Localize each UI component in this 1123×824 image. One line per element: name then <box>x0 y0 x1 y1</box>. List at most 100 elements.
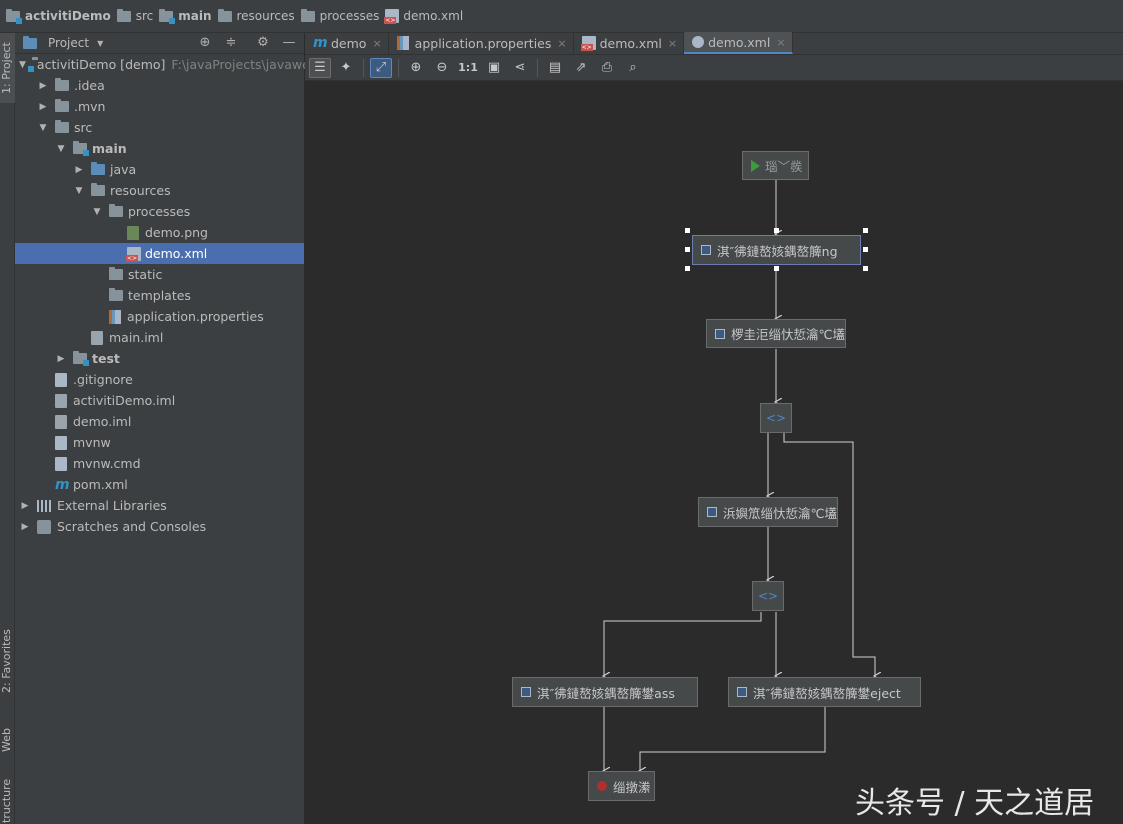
structure-tool-tab[interactable]: tructure <box>0 778 13 824</box>
exclusive-gateway-2[interactable]: <> <box>752 581 784 611</box>
collapse-arrow-icon[interactable]: ▶ <box>39 80 47 91</box>
resize-handle[interactable] <box>685 247 690 252</box>
tree-item[interactable]: templates <box>15 285 304 306</box>
resize-handle[interactable] <box>685 228 690 233</box>
tree-item[interactable]: mvnw.cmd <box>15 453 304 474</box>
tree-item[interactable]: ▶.mvn <box>15 96 304 117</box>
breadcrumb-main[interactable]: main <box>157 0 215 33</box>
tab-demo-xml-text[interactable]: <> demo.xml × <box>574 32 685 54</box>
close-icon[interactable]: × <box>372 36 382 50</box>
locate-icon[interactable]: ⊕ <box>199 35 211 50</box>
folder-icon <box>55 78 69 91</box>
breadcrumb-resources[interactable]: resources <box>216 0 299 33</box>
signal-reject-task[interactable]: 淇″彿鏈嶅姟鍝嶅簲鐢eject <box>728 677 921 707</box>
close-icon[interactable]: × <box>557 36 567 50</box>
settings-icon[interactable]: ☰ <box>309 57 331 78</box>
auto-layout-icon[interactable]: ✦ <box>340 60 352 75</box>
tree-item[interactable]: ▶java <box>15 159 304 180</box>
tab-demo-pom[interactable]: m demo × <box>305 32 389 54</box>
tree-item-label: activitiDemo.iml <box>73 393 176 408</box>
expand-arrow-icon[interactable]: ▼ <box>39 122 47 133</box>
tree-item[interactable]: ▶.idea <box>15 75 304 96</box>
breadcrumb-project[interactable]: activitiDemo <box>4 0 115 33</box>
actual-size-icon[interactable]: 1:1 <box>458 61 478 74</box>
tree-item[interactable]: ▼processes <box>15 201 304 222</box>
tree-item[interactable]: application.properties <box>15 306 304 327</box>
exclusive-gateway-1[interactable]: <> <box>760 403 792 433</box>
resize-handle[interactable] <box>774 266 779 271</box>
play-icon <box>751 159 760 172</box>
start-event[interactable]: 瑙﹀彂 <box>742 151 809 180</box>
tree-item-label: static <box>128 267 163 282</box>
collapse-arrow-icon[interactable]: ▶ <box>57 353 65 364</box>
collapse-arrow-icon[interactable]: ▶ <box>75 164 83 175</box>
zoom-out-icon[interactable]: ⊖ <box>436 60 448 75</box>
tree-item[interactable]: <>demo.xml <box>15 243 304 264</box>
collapse-arrow-icon[interactable]: ▶ <box>21 500 29 511</box>
tree-item[interactable]: ▼main <box>15 138 304 159</box>
close-icon[interactable]: × <box>667 36 678 50</box>
tree-item[interactable]: .gitignore <box>15 369 304 390</box>
flow-reject-end <box>640 707 826 771</box>
tree-item[interactable]: ▶test <box>15 348 304 369</box>
tree-item[interactable]: ▼resources <box>15 180 304 201</box>
expand-arrow-icon[interactable]: ▼ <box>75 185 83 196</box>
tree-item[interactable]: demo.iml <box>15 411 304 432</box>
web-tool-tab[interactable]: Web <box>0 728 13 753</box>
export-icon[interactable]: ⇗ <box>575 60 587 75</box>
tree-item[interactable]: mvnw <box>15 432 304 453</box>
resize-handle[interactable] <box>774 228 779 233</box>
signal-task-node[interactable]: 淇″彿鏈嶅姟鍝嶅簲ng <box>692 235 861 265</box>
print-icon[interactable]: ⎙ <box>601 60 613 75</box>
expand-arrow-icon[interactable]: ▼ <box>19 59 26 70</box>
bpmn-icon <box>692 36 705 48</box>
tree-item[interactable]: ▶Scratches and Consoles <box>15 516 304 537</box>
bpmn-diagram-canvas[interactable]: 瑙﹀彂 淇″彿鏈嶅姟鍝嶅簲ng 椤圭洰缁忕悊瀹℃壒 <> 浜嬩笟缁忕悊瀹℃壒 <… <box>305 81 1123 824</box>
tree-item[interactable]: main.iml <box>15 327 304 348</box>
dropdown-arrow-icon[interactable]: ▼ <box>97 38 104 48</box>
tree-item[interactable]: static <box>15 264 304 285</box>
properties-file-icon <box>109 309 121 324</box>
end-event[interactable]: 缁撴潫 <box>588 771 655 801</box>
tree-item[interactable]: demo.png <box>15 222 304 243</box>
layout-icon[interactable]: ⋖ <box>514 60 526 75</box>
expand-arrow-icon[interactable]: ▼ <box>57 143 65 154</box>
hide-panel-icon[interactable]: — <box>282 35 296 50</box>
breadcrumb-src[interactable]: src <box>115 0 158 33</box>
tree-item[interactable]: ▼ src <box>15 117 304 138</box>
gear-icon[interactable]: ⚙ <box>257 35 269 50</box>
project-view-selector[interactable]: Project <box>48 36 90 50</box>
tab-application-properties[interactable]: application.properties × <box>389 32 574 54</box>
business-approve-task[interactable]: 浜嬩笟缁忕悊瀹℃壒 <box>698 497 838 527</box>
close-icon[interactable]: × <box>776 35 786 49</box>
manager-approve-task[interactable]: 椤圭洰缁忕悊瀹℃壒 <box>706 319 846 348</box>
tree-item[interactable]: ▶External Libraries <box>15 495 304 516</box>
resize-handle[interactable] <box>863 266 868 271</box>
expand-arrow-icon[interactable]: ▼ <box>93 206 101 217</box>
favorites-tool-tab[interactable]: 2: Favorites <box>0 629 13 693</box>
resize-handle[interactable] <box>863 228 868 233</box>
save-icon[interactable]: ▤ <box>548 60 562 75</box>
collapse-arrow-icon[interactable]: ▶ <box>21 521 29 532</box>
tab-demo-xml-diagram[interactable]: demo.xml × <box>684 32 793 54</box>
resize-handle[interactable] <box>685 266 690 271</box>
zoom-in-icon[interactable]: ⊕ <box>410 60 422 75</box>
fit-icon[interactable]: ▣ <box>487 60 501 75</box>
select-icon[interactable]: ⤢ <box>370 57 392 78</box>
collapse-arrow-icon[interactable]: ▶ <box>39 101 47 112</box>
module-folder-icon <box>73 351 89 366</box>
folder-icon <box>300 8 315 22</box>
signal-pass-task[interactable]: 淇″彿鏈嶅姟鍝嶅簲鐢ass <box>512 677 698 707</box>
breadcrumb-file[interactable]: <>demo.xml <box>383 0 467 33</box>
tree-item[interactable]: activitiDemo.iml <box>15 390 304 411</box>
breadcrumb-processes[interactable]: processes <box>299 0 384 33</box>
find-icon[interactable]: ⌕ <box>629 60 637 75</box>
resize-handle[interactable] <box>863 247 868 252</box>
tree-item-label: demo.iml <box>73 414 132 429</box>
file-icon <box>55 372 67 387</box>
collapse-all-icon[interactable]: ≑ <box>225 35 237 50</box>
tree-item-label: src <box>74 120 93 135</box>
project-tool-tab[interactable]: 1: Project <box>0 33 15 103</box>
tree-item[interactable]: ▼activitiDemo [demo]F:\javaProjects\java… <box>15 54 310 75</box>
